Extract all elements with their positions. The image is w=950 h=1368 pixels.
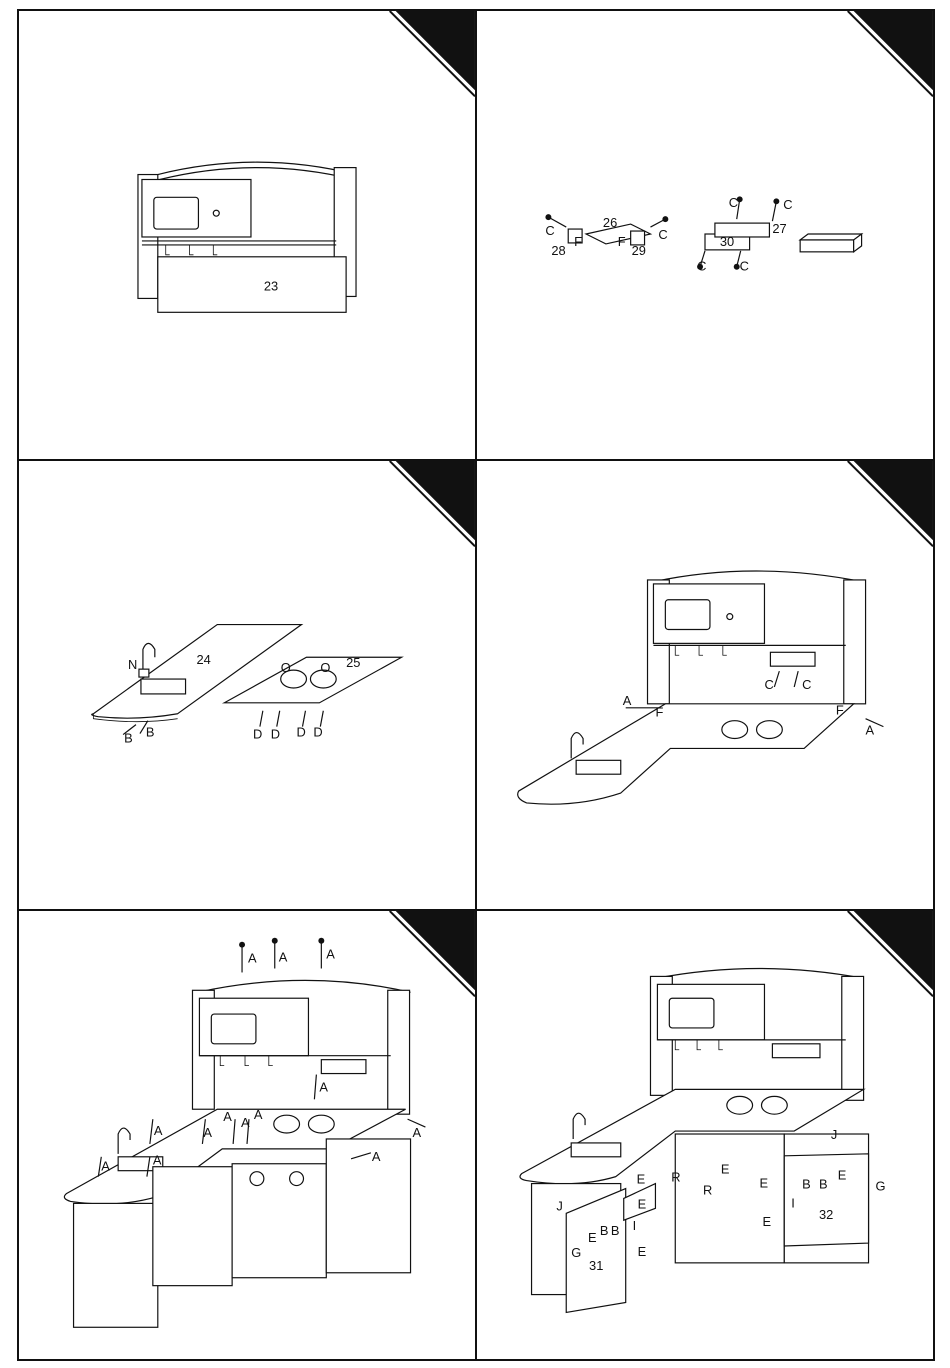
label-a: A <box>153 1153 162 1168</box>
label-r: R <box>671 1170 680 1185</box>
label-d: D <box>297 725 306 740</box>
label-e: E <box>838 1168 847 1183</box>
label-o: O <box>281 660 291 675</box>
step-3-diagram: N 24 B B O O 25 D D D D <box>19 461 475 909</box>
step-panel-6: 31 32 J J R R E E E E E E E E B B B B G … <box>475 909 935 1361</box>
label-e: E <box>638 1196 647 1211</box>
part-label-29: 29 <box>632 243 646 258</box>
corner-tab <box>396 461 475 540</box>
label-e: E <box>762 1214 771 1229</box>
label-b: B <box>124 730 133 745</box>
corner-tab <box>396 911 475 990</box>
step-panel-2: C F 26 F C 28 29 C C 30 27 C C <box>475 9 935 461</box>
step-2-diagram: C F 26 F C 28 29 C C 30 27 C C <box>477 11 933 459</box>
corner-tab <box>854 461 933 540</box>
label-i: I <box>791 1195 795 1210</box>
label-a: A <box>254 1107 263 1122</box>
part-label-27: 27 <box>772 221 786 236</box>
label-e: E <box>637 1172 646 1187</box>
label-a: A <box>866 723 875 738</box>
label-c: C <box>729 195 738 210</box>
label-c: C <box>658 227 667 242</box>
part-label-32: 32 <box>819 1207 833 1222</box>
label-a: A <box>203 1125 212 1140</box>
label-g: G <box>875 1179 885 1194</box>
label-b: B <box>611 1223 620 1238</box>
part-label-28: 28 <box>551 243 565 258</box>
label-e: E <box>760 1176 769 1191</box>
label-b: B <box>802 1177 811 1192</box>
label-a: A <box>223 1109 232 1124</box>
label-e: E <box>721 1162 730 1177</box>
label-a: A <box>101 1159 110 1174</box>
label-d: D <box>253 727 262 742</box>
label-c: C <box>802 677 811 692</box>
label-a: A <box>279 950 288 965</box>
label-b: B <box>146 725 155 740</box>
step-4-diagram: C C A F F A <box>477 461 933 909</box>
label-i: I <box>633 1218 637 1233</box>
label-f: F <box>836 703 844 718</box>
corner-tab <box>854 911 933 990</box>
corner-tab <box>854 11 933 90</box>
label-f: F <box>655 705 663 720</box>
part-label-31: 31 <box>589 1258 603 1273</box>
label-e: E <box>638 1244 647 1259</box>
label-c: C <box>764 677 773 692</box>
label-a: A <box>623 693 632 708</box>
label-j: J <box>556 1198 562 1213</box>
label-j: J <box>831 1127 837 1142</box>
label-f: F <box>574 234 582 249</box>
label-c: C <box>545 223 554 238</box>
step-panel-4: C C A F F A <box>475 459 935 911</box>
step-6-diagram: 31 32 J J R R E E E E E E E E B B B B G … <box>477 911 933 1359</box>
part-label-24: 24 <box>196 652 210 667</box>
label-a: A <box>248 951 257 966</box>
label-d: D <box>271 727 280 742</box>
label-a: A <box>154 1123 163 1138</box>
step-panel-5: A A A A A A A A A A A A A <box>17 909 477 1361</box>
label-b: B <box>819 1177 828 1192</box>
step-panel-3: N 24 B B O O 25 D D D D <box>17 459 477 911</box>
label-o: O <box>320 660 330 675</box>
part-label-26: 26 <box>603 215 617 230</box>
label-a: A <box>241 1115 250 1130</box>
part-label-25: 25 <box>346 655 360 670</box>
label-r: R <box>703 1182 712 1197</box>
label-b: B <box>600 1223 609 1238</box>
label-c: C <box>697 259 706 274</box>
step-panel-1: 23 <box>17 9 477 461</box>
label-a: A <box>326 947 335 962</box>
corner-tab <box>396 11 475 90</box>
label-e: E <box>588 1230 597 1245</box>
label-a: A <box>413 1125 422 1140</box>
label-n: N <box>128 657 137 672</box>
part-label-30: 30 <box>720 234 734 249</box>
step-5-diagram: A A A A A A A A A A A A A <box>19 911 475 1359</box>
part-label-23: 23 <box>264 279 278 294</box>
step-1-diagram: 23 <box>19 11 475 459</box>
label-d: D <box>313 725 322 740</box>
label-f: F <box>618 234 626 249</box>
label-a: A <box>319 1079 328 1094</box>
label-a: A <box>372 1149 381 1164</box>
label-c: C <box>740 259 749 274</box>
label-c: C <box>783 197 792 212</box>
label-g: G <box>571 1245 581 1260</box>
